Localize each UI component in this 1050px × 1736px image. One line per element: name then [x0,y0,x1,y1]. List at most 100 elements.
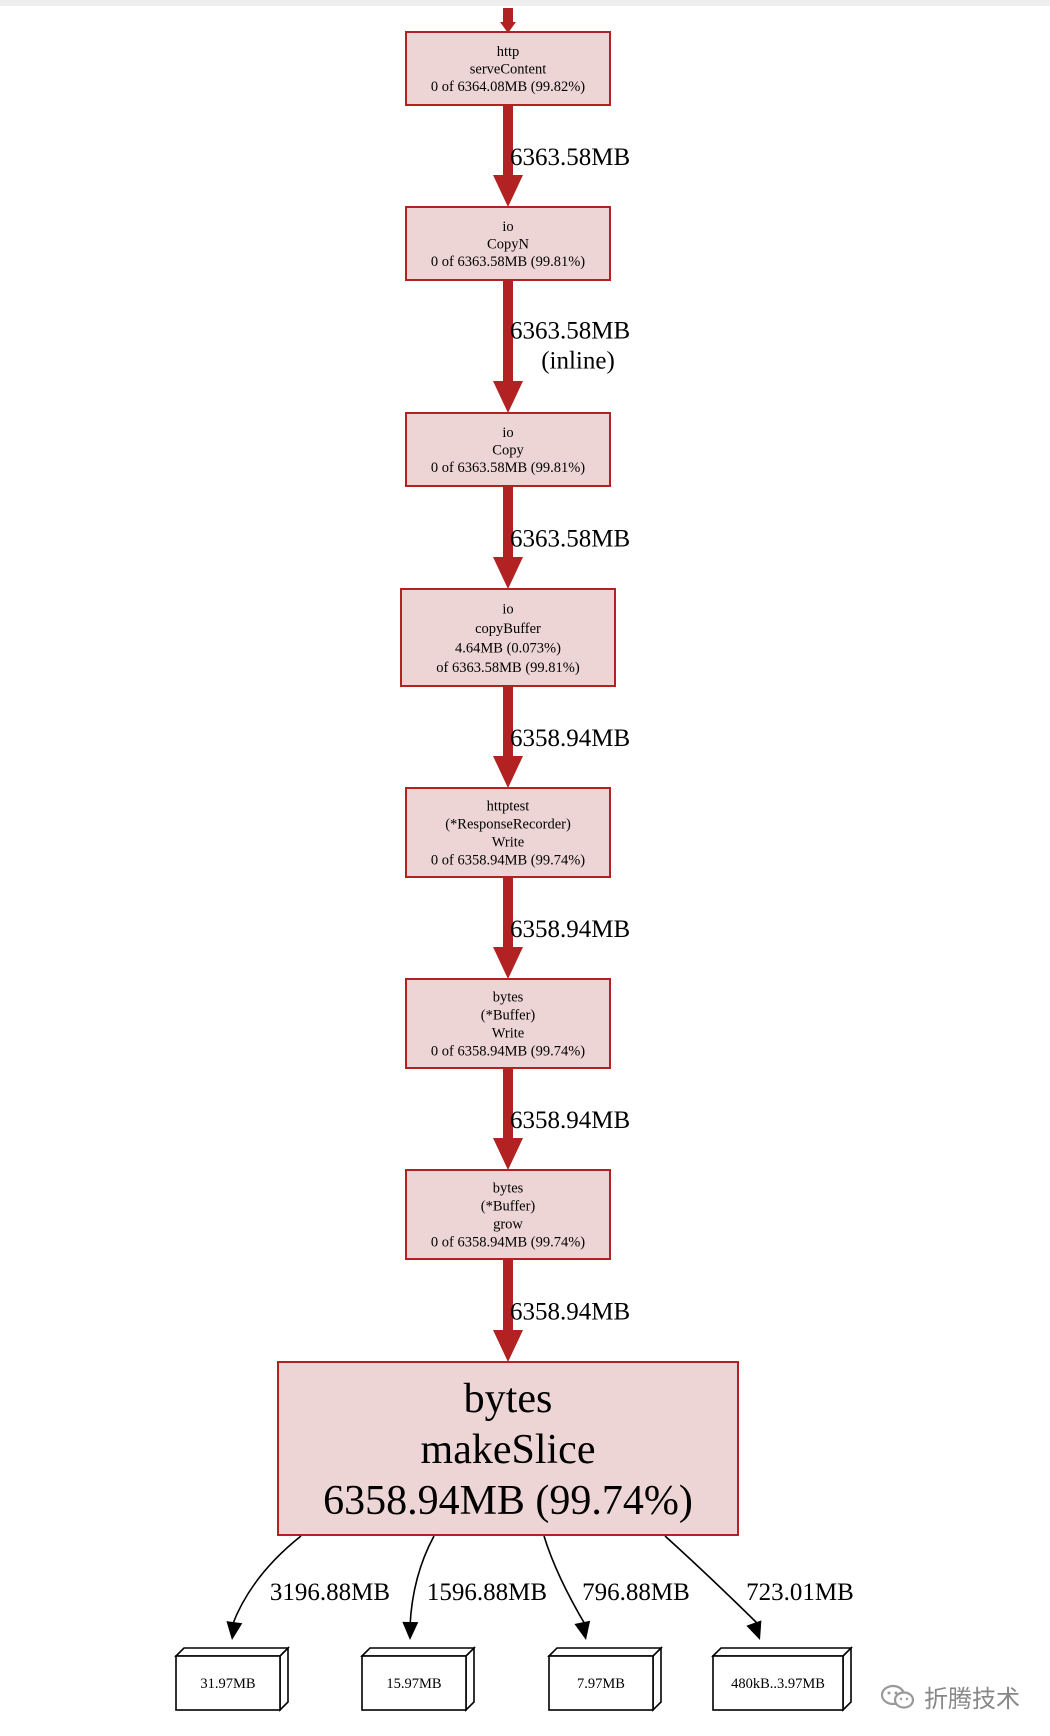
node-label: 6358.94MB (99.74%) [323,1478,693,1524]
leaf-box-top [547,1647,663,1657]
node-label: 0 of 6363.58MB (99.81%) [431,460,585,476]
node-box [405,787,611,878]
edge-n6-n7: 6358.94MB [493,1068,630,1170]
edge-arrowhead [493,1330,523,1362]
node-label: (*Buffer) [481,1199,536,1215]
leaf-node-1[interactable]: 31.97MB [174,1646,290,1712]
node-label: http [497,44,520,60]
leaf-label: 480kB..3.97MB [731,1676,825,1692]
node-bytes-buffer-grow[interactable]: bytes (*Buffer) grow 0 of 6358.94MB (99.74%… [405,1169,611,1260]
leaf-edge-arrowhead [746,1620,762,1640]
edge-label: 6358.94MB [510,1299,630,1326]
edge-n2-n3: 6363.58MB (inline) [493,280,630,413]
leaf-box-front [361,1655,467,1711]
leaf-edge-line [664,1535,761,1627]
edge-arrowhead [493,557,523,589]
node-label: Write [492,1026,524,1042]
node-label: io [502,601,513,617]
node-label: grow [493,1217,523,1233]
node-io-copybuffer-4-64mb-0-073[interactable]: io copyBuffer 4.64MB (0.073%) of 6363.58MB … [400,588,616,687]
edge-label: (inline) [541,348,615,375]
edge-arrowhead [493,381,523,413]
node-label: 0 of 6363.58MB (99.81%) [431,254,585,270]
edge-arrowhead [493,947,523,979]
node-label: bytes [493,1181,524,1197]
edge-n5-n6: 6358.94MB [493,877,630,979]
leaf-node-4[interactable]: 480kB..3.97MB [711,1646,853,1712]
edge-label: 6358.94MB [510,916,630,943]
entry-edge-head [500,22,516,33]
node-label: of 6363.58MB (99.81%) [436,660,580,676]
edge-n4-n5: 6358.94MB [493,686,630,788]
node-box [405,1169,611,1260]
leaf-edge-line [409,1535,435,1627]
edge-label: 6358.94MB [510,1107,630,1134]
node-label: io [502,219,513,235]
node-box [405,978,611,1069]
node-label: (*Buffer) [481,1008,536,1024]
node-label: 0 of 6364.08MB (99.82%) [431,79,585,95]
leaf-box-front [548,1655,654,1711]
edge-arrowhead [493,756,523,788]
node-box [405,31,611,106]
node-label: copyBuffer [475,621,541,637]
node-label: 0 of 6358.94MB (99.74%) [431,1044,585,1060]
node-label: Copy [492,443,524,459]
leaf-box-top [174,1647,290,1657]
node-box [405,412,611,487]
leaf-edge-line [231,1535,302,1627]
node-label: serveContent [470,62,547,78]
leaf-box-top [360,1647,476,1657]
node-label: makeSlice [421,1427,596,1473]
leaf-label: 15.97MB [386,1676,441,1692]
leaf-edge-arrowhead [574,1620,591,1640]
edge-label: 6363.58MB [510,526,630,553]
edge-label: 6363.58MB [510,318,630,345]
leaf-box-side [842,1646,852,1712]
leaf-box-side [652,1646,662,1712]
leaf-edge-4: 723.01MB [664,1535,854,1640]
wechat-icon [880,1683,916,1711]
leaf-edge-label: 1596.88MB [427,1579,547,1606]
edge-n3-n4: 6363.58MB [493,486,630,589]
edge-n7-n8: 6358.94MB [493,1259,630,1362]
node-label: 0 of 6358.94MB (99.74%) [431,853,585,869]
edge-n1-n2: 6363.58MB [493,105,630,207]
leaf-box-front [712,1655,844,1711]
node-label: Write [492,835,524,851]
leaf-edge-arrowhead [402,1621,419,1640]
node-label: httptest [487,799,530,815]
node-label: 0 of 6358.94MB (99.74%) [431,1235,585,1251]
node-bytes-buffer-write[interactable]: bytes (*Buffer) Write 0 of 6358.94MB (99.74… [405,978,611,1069]
leaf-node-3[interactable]: 7.97MB [547,1646,663,1712]
leaf-edge-label: 723.01MB [746,1579,854,1606]
edge-label: 6358.94MB [510,725,630,752]
leaf-box-side [465,1646,475,1712]
node-label: CopyN [487,237,529,253]
leaf-edge-line [543,1535,587,1627]
leaf-edge-3: 796.88MB [543,1535,690,1640]
leaf-edge-label: 3196.88MB [270,1579,390,1606]
node-label: bytes [464,1376,553,1422]
leaf-node-2[interactable]: 15.97MB [360,1646,476,1712]
node-bytes-makeslice[interactable]: bytes makeSlice 6358.94MB (99.74%) [277,1361,739,1536]
node-label: (*ResponseRecorder) [445,817,571,833]
edge-arrowhead [493,175,523,207]
node-box [277,1361,739,1536]
node-label: 4.64MB (0.073%) [455,640,561,656]
node-box [405,206,611,281]
edge-arrowhead [493,1138,523,1170]
leaf-box-side [279,1646,289,1712]
leaf-box-front [175,1655,281,1711]
node-box [400,588,616,687]
leaf-label: 31.97MB [200,1676,255,1692]
leaf-edge-1: 3196.88MB [226,1535,390,1640]
node-httptest-responserecorder-write[interactable]: httptest (*ResponseRecorder) Write 0 of 635… [405,787,611,878]
node-label: bytes [493,990,524,1006]
watermark-text: 折腾技术 [924,1685,1020,1713]
leaf-edge-arrowhead [226,1621,243,1640]
